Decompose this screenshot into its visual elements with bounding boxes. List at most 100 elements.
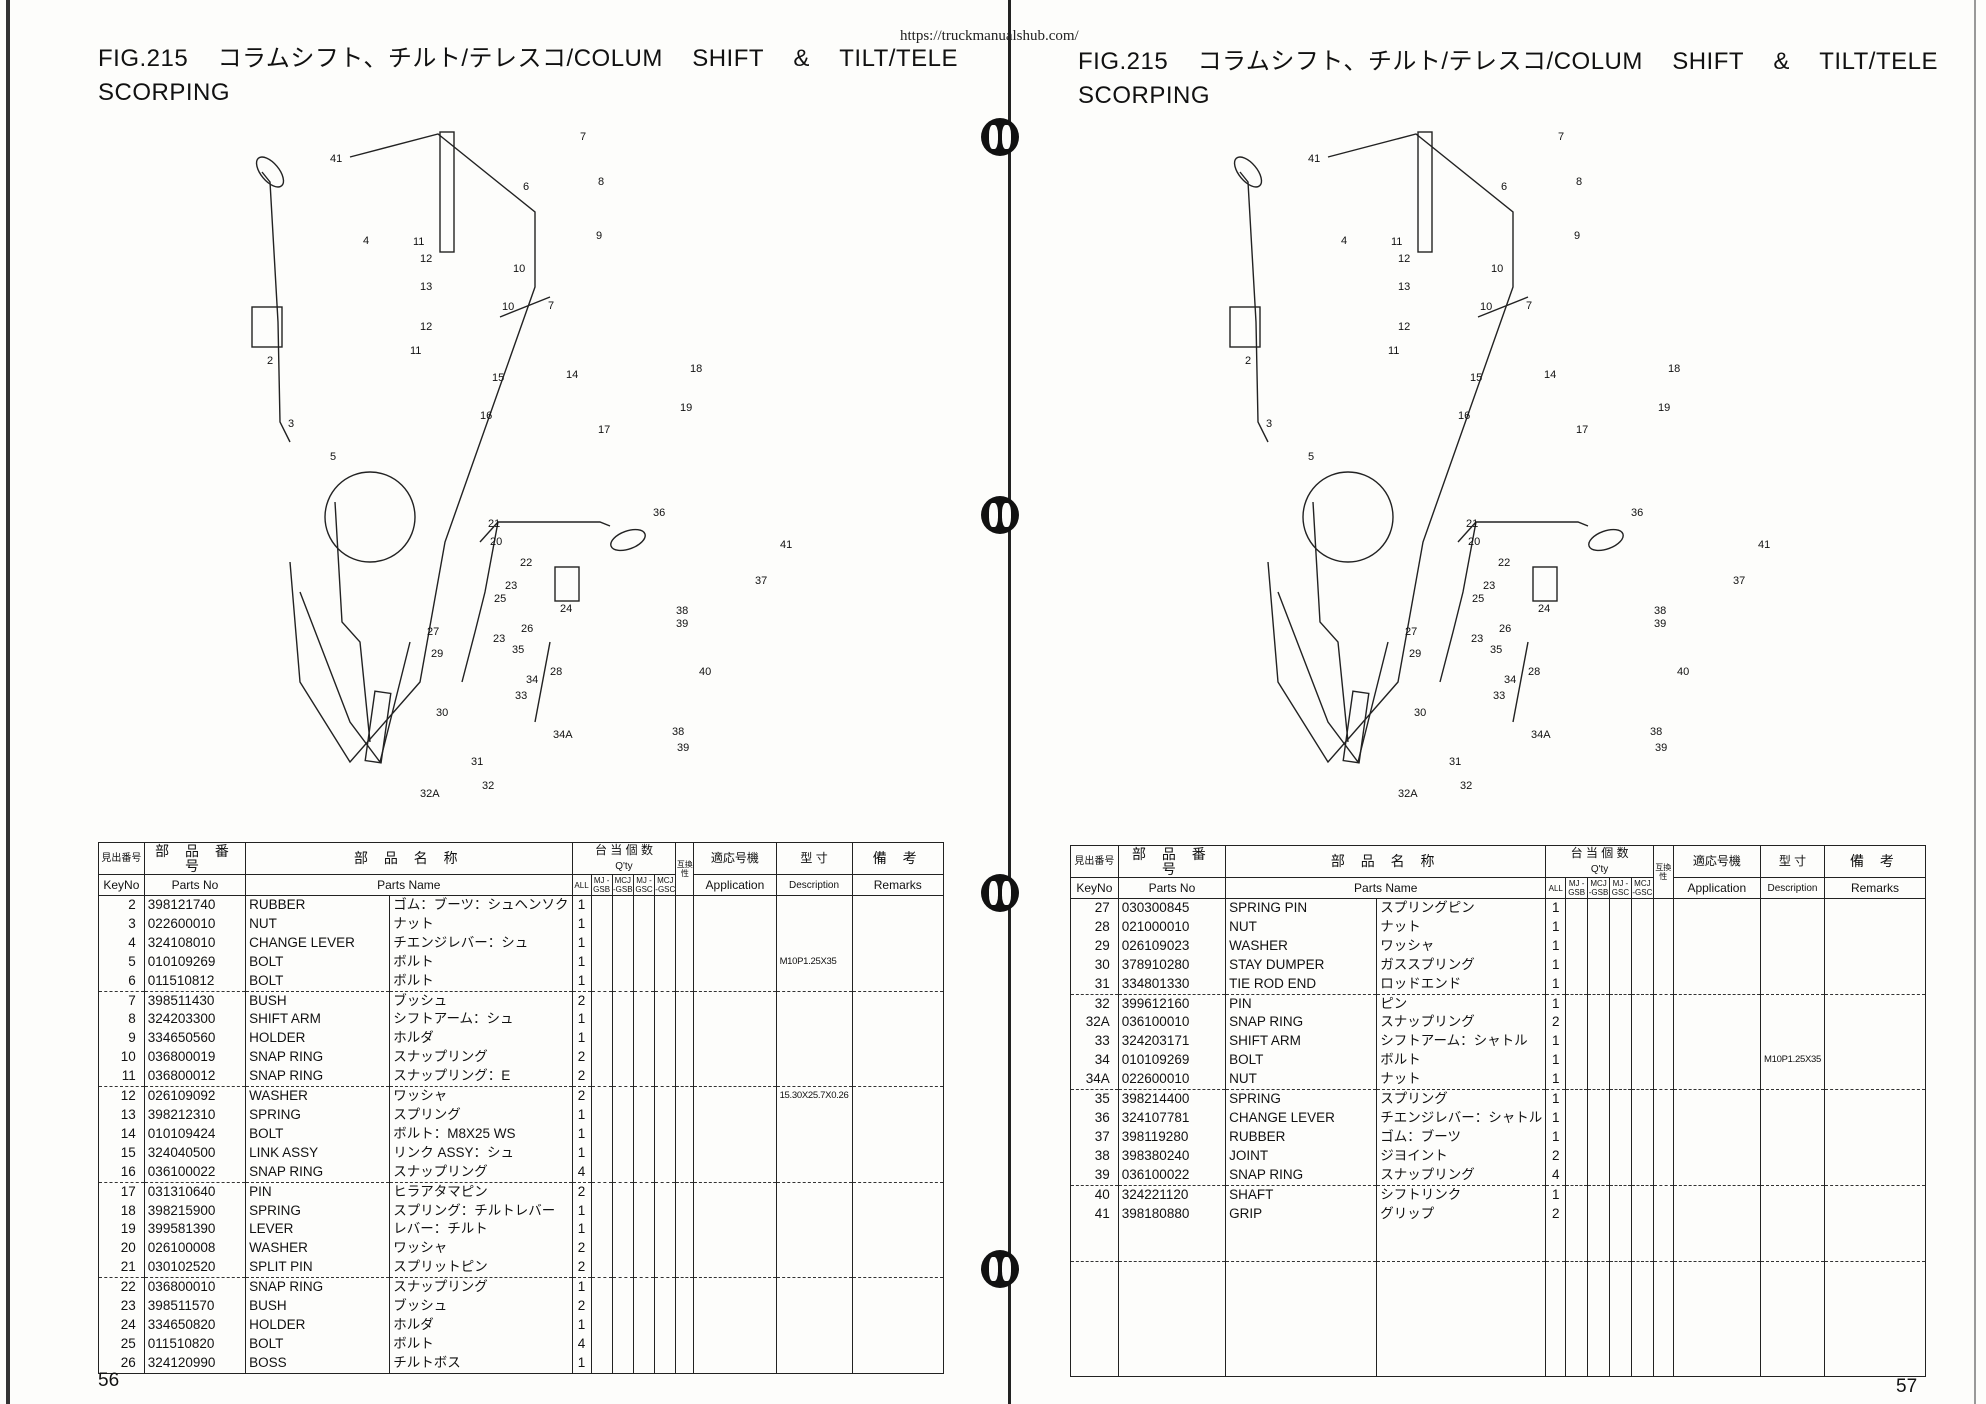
key-no-cell: 34A [1070, 1070, 1119, 1090]
application-cell [693, 1315, 777, 1335]
qty-mj-gsc-cell [1609, 1299, 1632, 1319]
qty-mcj-gsb-cell [1587, 1013, 1610, 1033]
qty-mj-gsb-cell [590, 1086, 613, 1106]
qty-mcj-gsb-cell [611, 1105, 634, 1125]
application-cell [693, 1162, 777, 1183]
qty-mj-gsc-cell [632, 1315, 656, 1335]
part-no-cell [1117, 1299, 1227, 1319]
part-no-cell: 398511430 [143, 990, 247, 1011]
callout-label: 31 [471, 756, 483, 768]
table-row [1070, 1223, 1927, 1243]
remarks-cell [851, 894, 944, 915]
qty-all-cell: 1 [1545, 1089, 1567, 1109]
qty-all-cell: 2 [571, 1239, 592, 1259]
qty-mj-gsc-cell [1609, 1146, 1632, 1166]
part-name-jp-cell: ワッシャ [389, 1086, 573, 1106]
remarks-cell [851, 914, 944, 934]
qty-mcj-gsc-cell [654, 1162, 677, 1183]
callout-label: 10 [513, 263, 525, 275]
part-no-cell: 334650820 [143, 1315, 247, 1335]
part-name-cell: SPRING [1225, 1089, 1378, 1109]
part-name-jp-cell: リンク ASSY：シュ [389, 1143, 573, 1163]
description-cell [1760, 1318, 1825, 1338]
part-name-jp-cell: ボルト：M8X25 WS [389, 1124, 573, 1144]
interchange-cell [1652, 897, 1674, 918]
part-no-cell: 324107781 [1117, 1108, 1227, 1128]
key-no-cell: 23 [98, 1297, 145, 1316]
qty-mcj-gsb-cell [611, 1258, 634, 1278]
hdr-desc-jp: 型 寸 [775, 842, 853, 875]
part-no-cell: 036800012 [143, 1067, 247, 1087]
table-row [1070, 1337, 1927, 1357]
part-name-jp-cell: スナップリング [389, 1162, 573, 1183]
qty-mcj-gsc-cell [1630, 1165, 1654, 1186]
remarks-cell [1823, 1318, 1927, 1338]
interchange-cell [675, 914, 695, 934]
callout-label: 25 [494, 593, 506, 605]
qty-mj-gsc-cell [1609, 1070, 1632, 1090]
qty-mj-gsc-cell [632, 990, 656, 1011]
application-cell [1672, 1032, 1762, 1052]
part-no-cell: 324203171 [1117, 1032, 1227, 1052]
interchange-cell [675, 933, 695, 953]
key-no-cell: 8 [98, 1010, 145, 1030]
hdr-rem-en: Remarks [1823, 877, 1927, 899]
page-right: FIG.215 コラムシフト、チルト/テレスコ/COLUM SHIFT & TI… [996, 0, 1986, 1404]
application-cell [693, 894, 777, 915]
application-cell [1672, 936, 1762, 956]
description-cell [775, 1143, 853, 1163]
callout-label: 21 [1466, 518, 1478, 530]
callout-label: 31 [1449, 756, 1461, 768]
key-no-cell: 31 [1070, 974, 1119, 995]
binder-ring-4 [981, 1250, 1019, 1288]
callout-label: 37 [1733, 575, 1745, 587]
key-no-cell: 12 [98, 1086, 145, 1106]
callout-label: 9 [596, 230, 602, 242]
qty-all-cell: 1 [571, 1220, 592, 1240]
qty-mcj-gsb-cell [1587, 1108, 1610, 1128]
interchange-cell [1652, 1146, 1674, 1166]
qty-mj-gsb-cell [590, 1162, 613, 1183]
description-cell [775, 1181, 853, 1202]
qty-all-cell [1545, 1337, 1567, 1357]
qty-mj-gsb-cell [1565, 1089, 1589, 1109]
qty-mj-gsc-cell [632, 1258, 656, 1278]
part-name-jp-cell: チエンジレバー：シャトル [1376, 1108, 1547, 1128]
qty-mcj-gsb-cell [611, 1315, 634, 1335]
qty-mcj-gsc-cell [1630, 1070, 1654, 1090]
part-no-cell: 010109269 [1117, 1051, 1227, 1071]
callout-label: 41 [1308, 153, 1320, 165]
qty-all-cell: 2 [571, 1297, 592, 1316]
change-lever-lower [479, 521, 611, 543]
part-name-jp-cell: ロッドエンド [1376, 974, 1547, 995]
application-cell [693, 1124, 777, 1144]
column-base [299, 591, 411, 764]
part-name-jp-cell [1376, 1356, 1547, 1377]
source-url[interactable]: https://truckmanualshub.com/ [900, 28, 1079, 44]
part-no-cell: 030300845 [1117, 897, 1227, 918]
description-cell [1760, 1127, 1825, 1147]
callout-label: 23 [1483, 580, 1495, 592]
qty-mj-gsc-cell [1609, 936, 1632, 956]
application-cell [693, 1010, 777, 1030]
qty-mj-gsc-cell [1609, 1337, 1632, 1357]
key-no-cell: 16 [98, 1162, 145, 1183]
callout-label: 34 [526, 674, 538, 686]
hdr-part-jp: 部 品 番 号 [1117, 845, 1227, 878]
key-no-cell: 14 [98, 1124, 145, 1144]
part-no-cell: 334650560 [143, 1029, 247, 1049]
interchange-cell [1652, 1242, 1674, 1262]
qty-mj-gsb-cell [1565, 1318, 1589, 1338]
part-name-cell: SNAP RING [1225, 1165, 1378, 1186]
qty-mcj-gsc-cell [654, 1277, 677, 1298]
callout-label: 13 [1398, 281, 1410, 293]
rubber-boot-lower [1532, 566, 1558, 602]
remarks-cell [1823, 897, 1927, 918]
remarks-cell [851, 933, 944, 953]
qty-mcj-gsb-cell [1587, 1146, 1610, 1166]
part-name-jp-cell: ジヨイント [1376, 1146, 1547, 1166]
